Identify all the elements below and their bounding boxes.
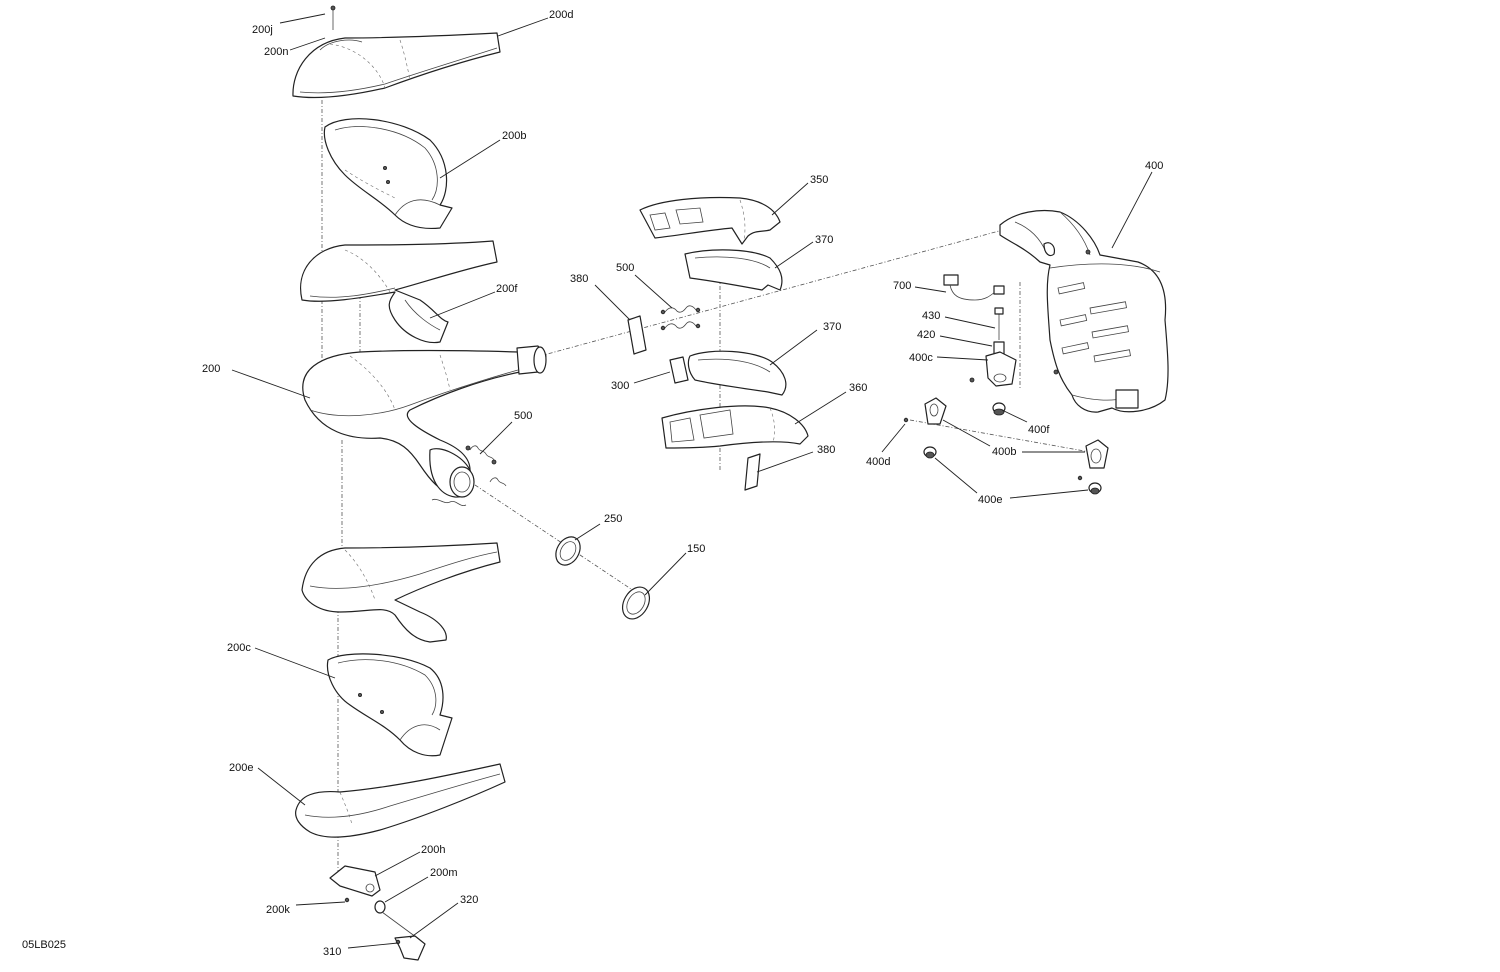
- callout-400b: 400b: [992, 446, 1016, 458]
- part-150-gasket: [621, 586, 651, 620]
- part-200-exhaust-pipe: [302, 345, 547, 498]
- part-430-bolt: [994, 307, 1004, 340]
- callout-370-upper: 370: [815, 234, 833, 246]
- callout-250: 250: [604, 513, 622, 525]
- part-lower-shell: [301, 542, 501, 643]
- drawing-number: 05LB025: [22, 939, 66, 951]
- callout-200d: 200d: [549, 9, 573, 21]
- callout-500-upper: 500: [616, 262, 634, 274]
- part-400b-mount-left: [903, 397, 947, 425]
- part-200h-bracket: [329, 865, 386, 914]
- callout-700: 700: [893, 280, 911, 292]
- callout-420: 420: [917, 329, 935, 341]
- callout-200: 200: [202, 363, 220, 375]
- part-400c-bracket: [969, 351, 1017, 387]
- callout-400: 400: [1145, 160, 1163, 172]
- part-380-clamp-upper: [627, 315, 647, 355]
- callout-200c: 200c: [227, 642, 251, 654]
- part-320-rod: [381, 911, 426, 961]
- part-250-gasket: [555, 536, 581, 566]
- callout-labels: 200d 200j 200n 200b 200f 200 500 250 150…: [202, 9, 1163, 958]
- part-200c-inner-shield: [326, 653, 453, 757]
- callout-200j: 200j: [252, 24, 273, 36]
- part-400-muffler: [999, 209, 1169, 413]
- part-370-upper-shield: [684, 249, 783, 291]
- callout-200b: 200b: [502, 130, 526, 142]
- callout-200n: 200n: [264, 46, 288, 58]
- part-200e-bottom-shell: [295, 763, 506, 838]
- part-360-inner-pipe: [661, 405, 809, 449]
- callout-400f: 400f: [1028, 424, 1050, 436]
- part-370-lower-shield: [669, 350, 787, 396]
- callout-200f: 200f: [496, 283, 518, 295]
- callout-300: 300: [611, 380, 629, 392]
- part-400b-mount-right: [1077, 439, 1109, 481]
- part-200b-heat-shield: [323, 118, 453, 230]
- part-350-shield: [639, 196, 781, 245]
- callout-430: 430: [922, 310, 940, 322]
- callout-200h: 200h: [421, 844, 445, 856]
- part-200d-top-shell: [292, 5, 501, 99]
- callout-380-upper: 380: [570, 273, 588, 285]
- callout-200k: 200k: [266, 904, 290, 916]
- part-500-springs-lower: [431, 445, 507, 507]
- part-500-springs-upper: [660, 305, 701, 331]
- callout-310: 310: [323, 946, 341, 958]
- callout-360: 360: [849, 382, 867, 394]
- part-200f-shell: [300, 240, 498, 344]
- part-700-sensor: [943, 274, 1005, 301]
- callout-150: 150: [687, 543, 705, 555]
- callout-500-lower: 500: [514, 410, 532, 422]
- callout-320: 320: [460, 894, 478, 906]
- part-400f-grommet: [992, 402, 1006, 416]
- callout-400d: 400d: [866, 456, 890, 468]
- callout-400c: 400c: [909, 352, 933, 364]
- callout-200m: 200m: [430, 867, 458, 879]
- part-400e-grommets: [923, 446, 1102, 495]
- callout-400e: 400e: [978, 494, 1002, 506]
- callout-370-lower: 370: [823, 321, 841, 333]
- callout-350: 350: [810, 174, 828, 186]
- callout-200e: 200e: [229, 762, 253, 774]
- part-380-clamp-lower: [744, 453, 761, 491]
- callout-380-lower: 380: [817, 444, 835, 456]
- leader-lines: [231, 13, 1153, 949]
